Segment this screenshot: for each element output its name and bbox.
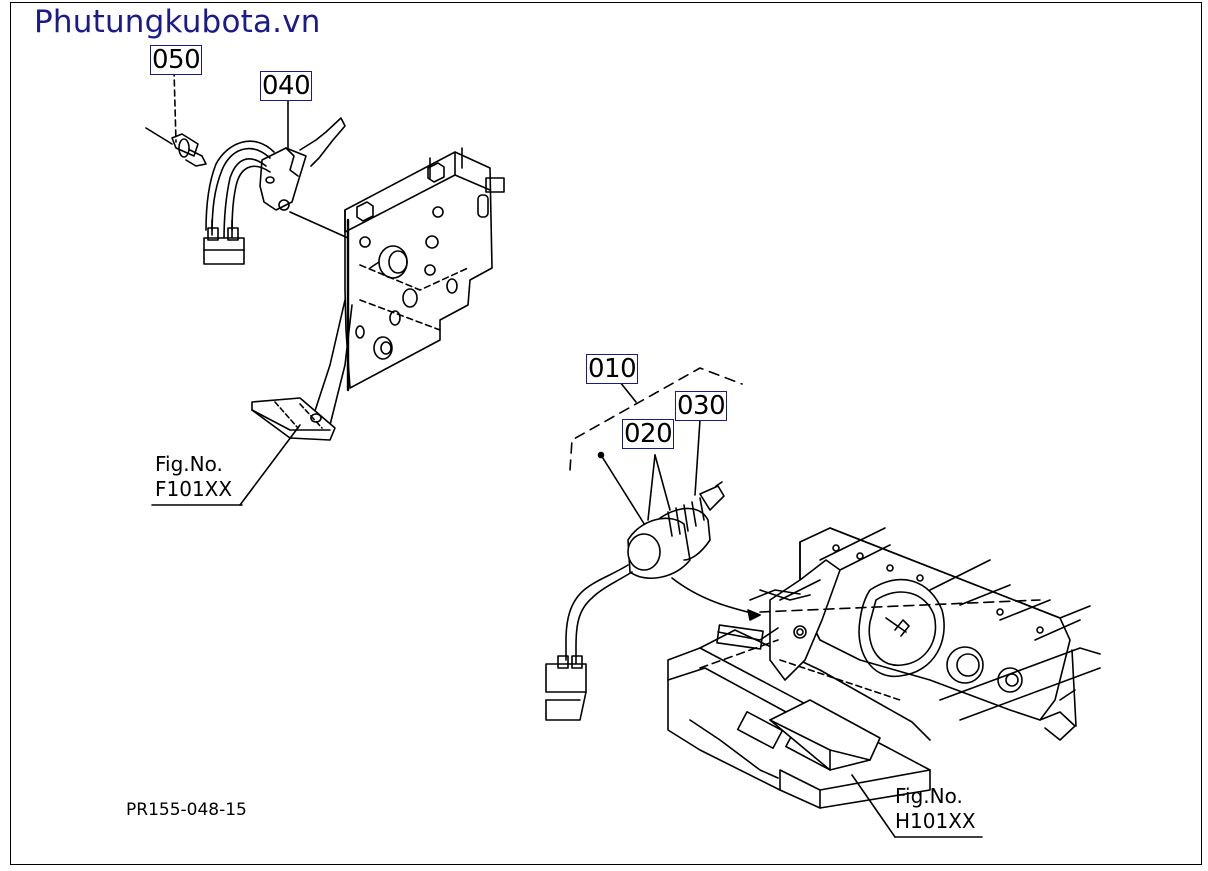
- drawing-frame: [10, 2, 1202, 865]
- drawing-code: PR155-048-15: [126, 800, 247, 820]
- callout-020: 020: [622, 419, 675, 449]
- solenoid-assembly: [546, 368, 760, 720]
- fig-ref-top: Fig.No. F101XX: [155, 452, 232, 502]
- callout-040: 040: [260, 71, 313, 101]
- pin-part-050: [146, 70, 206, 166]
- brand-logo-text: Phutungkubota.vn: [34, 4, 321, 40]
- fig-ref-top-label: Fig.No.: [155, 452, 223, 476]
- fig-ref-top-code: F101XX: [155, 477, 233, 501]
- pedal-bracket-assembly: [152, 148, 504, 505]
- callout-050: 050: [150, 45, 203, 75]
- callout-030: 030: [675, 391, 728, 421]
- fig-ref-bottom-code: H101XX: [895, 809, 976, 833]
- fig-ref-bottom: Fig.No. H101XX: [895, 784, 976, 834]
- tractor-frame: [668, 528, 1100, 837]
- fig-ref-bottom-label: Fig.No.: [895, 784, 963, 808]
- callout-010: 010: [586, 354, 639, 384]
- switch-part-040: [204, 98, 345, 264]
